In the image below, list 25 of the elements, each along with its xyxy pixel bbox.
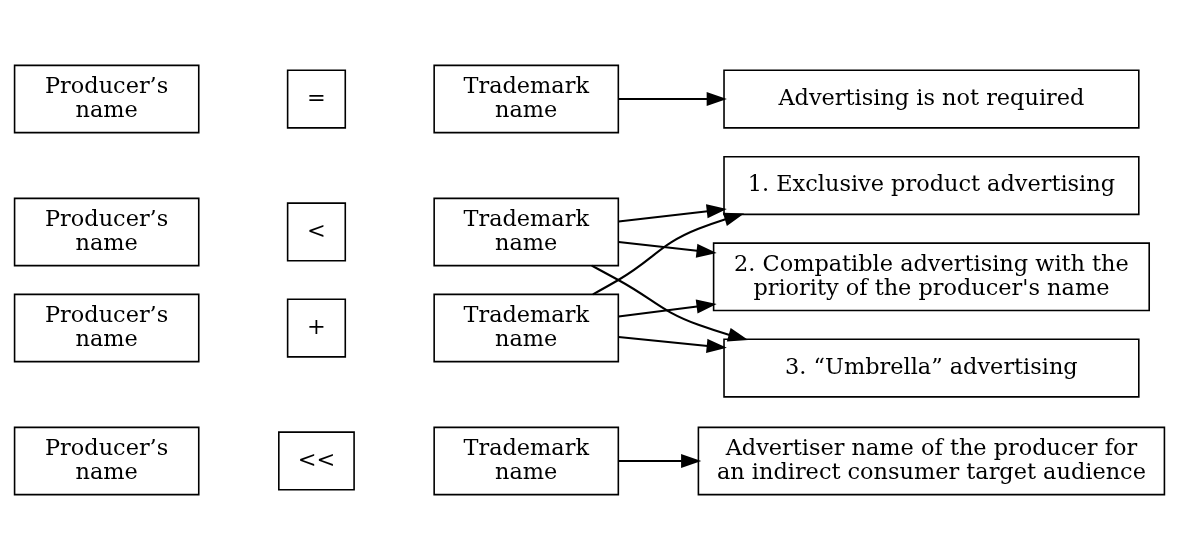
node-box: Trademark name <box>433 293 620 363</box>
arrow <box>592 212 745 296</box>
node-box: = <box>286 69 347 129</box>
node-box: Trademark name <box>433 64 620 134</box>
arrow <box>618 91 727 107</box>
node-box: Producer’s name <box>13 293 200 363</box>
node-box: << <box>278 431 355 491</box>
arrow <box>618 204 727 223</box>
node-box: Producer’s name <box>13 426 200 496</box>
node-box: Producer’s name <box>13 197 200 267</box>
arrow <box>618 299 717 318</box>
node-box: Trademark name <box>433 426 620 496</box>
arrow <box>618 336 727 353</box>
arrow <box>618 241 717 258</box>
node-box: 3. “Umbrella” advertising <box>723 338 1140 398</box>
arrow <box>591 264 749 342</box>
node-box: 2. Compatible advertising with the priority of the producer's name <box>712 242 1150 312</box>
node-box: Advertiser name of the producer for an indirect consumer target audience <box>697 426 1166 496</box>
node-box: + <box>286 298 347 358</box>
node-box: Trademark name <box>433 197 620 267</box>
node-box: < <box>286 202 347 262</box>
node-box: Advertising is not required <box>723 69 1140 129</box>
arrow <box>618 453 702 469</box>
node-box: Producer’s name <box>13 64 200 134</box>
node-box: 1. Exclusive product advertising <box>723 155 1140 216</box>
